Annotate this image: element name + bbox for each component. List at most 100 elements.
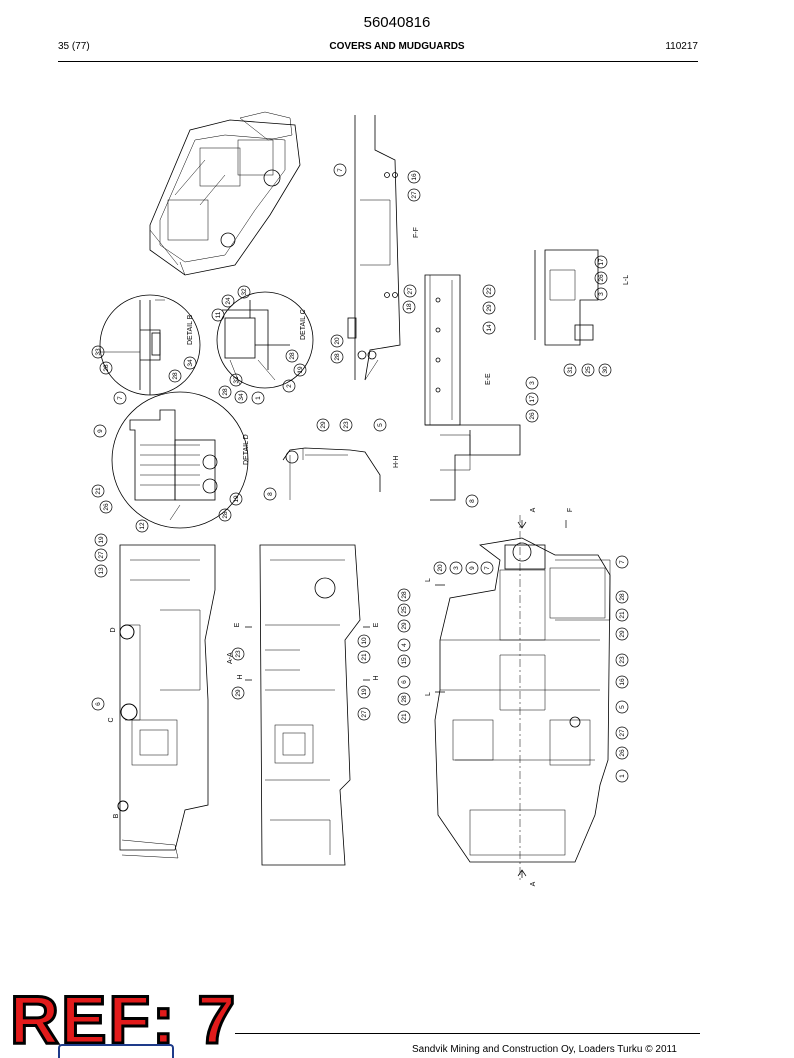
marker-f: F	[567, 508, 574, 512]
section-ee-view	[424, 274, 521, 501]
callout-d-4: 26	[103, 503, 110, 511]
callout-pl-4: 7	[484, 566, 491, 570]
callout-c-10: 33	[233, 376, 240, 384]
callout-ff-6: 20	[334, 337, 341, 345]
document-number: 56040816	[363, 14, 431, 31]
callout-pl-1: 20	[437, 564, 444, 572]
marker-h-left: H	[237, 674, 244, 679]
callout-ff-2: 16	[411, 173, 418, 181]
marker-c: C	[108, 717, 115, 722]
callout-c-8: 34	[238, 393, 245, 401]
detail-d-label: DETAIL D	[243, 434, 250, 465]
callout-ll-1: 17	[598, 258, 605, 266]
marker-b: B	[113, 813, 120, 818]
ref-stamp: REF: 7	[8, 982, 238, 1058]
callout-ee-4: 3	[529, 381, 536, 385]
callout-ff-4: 18	[406, 303, 413, 311]
callout-ll-2: 26	[598, 274, 605, 282]
callout-pr-3: 21	[619, 611, 626, 619]
callout-pr-2: 28	[619, 593, 626, 601]
callout-b-4: 34	[187, 359, 194, 367]
callout-aa-3: 19	[98, 536, 105, 544]
marker-a-bottom: A	[530, 881, 537, 886]
marker-e-right: E	[373, 622, 380, 627]
marker-h-right: H	[373, 675, 380, 680]
section-ee-label: E-E	[485, 373, 492, 385]
callout-pr-7: 5	[619, 705, 626, 709]
callout-c-2: 24	[225, 297, 232, 305]
plan-view	[434, 515, 611, 880]
callout-aa-1: 13	[98, 567, 105, 575]
callout-ll-3: 3	[598, 292, 605, 296]
callout-hh-4: 8	[267, 492, 274, 496]
callout-c-6: 2	[286, 384, 293, 388]
callout-pl-2: 3	[453, 566, 460, 570]
callout-c-7: 1	[255, 396, 262, 400]
callout-c-4: 28	[289, 352, 296, 360]
callout-hh-5: 8	[469, 499, 476, 503]
callout-side-4: 21	[361, 653, 368, 661]
section-hh-view	[282, 447, 381, 500]
section-title: COVERS AND MUDGUARDS	[329, 41, 465, 52]
section-ff-label: F-F	[413, 227, 420, 238]
callout-b-3: 28	[172, 372, 179, 380]
callout-pl-7: 29	[401, 622, 408, 630]
callout-ee-6: 26	[529, 412, 536, 420]
section-hh-label: H-H	[393, 456, 400, 468]
callout-pr-6: 16	[619, 678, 626, 686]
callout-hh-1: 29	[320, 421, 327, 429]
callout-c-9: 28	[222, 388, 229, 396]
callout-c-5: 19	[297, 366, 304, 374]
marker-l-top: L	[425, 578, 432, 582]
marker-d: D	[110, 627, 117, 632]
callout-pl-10: 6	[401, 680, 408, 684]
detail-c-label: DETAIL C	[300, 309, 307, 340]
callout-pr-8: 27	[619, 729, 626, 737]
callout-pr-10: 1	[619, 774, 626, 778]
detail-c	[216, 291, 314, 389]
callout-d-7: 19	[233, 495, 240, 503]
detail-d	[111, 391, 249, 529]
page-indicator: 35 (77)	[58, 41, 90, 52]
callout-pr-5: 23	[619, 656, 626, 664]
callout-ee-3: 14	[486, 324, 493, 332]
callout-pl-9: 15	[401, 657, 408, 665]
header-rule	[58, 61, 698, 62]
section-ll-view	[534, 249, 599, 346]
callout-d-1: 7	[117, 396, 124, 400]
callout-pl-12: 21	[401, 713, 408, 721]
detail-b	[99, 294, 201, 396]
callout-d-5: 12	[139, 522, 146, 530]
callout-pl-11: 28	[401, 695, 408, 703]
callout-c-1: 11	[215, 311, 222, 318]
callout-ff-7: 28	[334, 353, 341, 361]
callout-pr-4: 29	[619, 630, 626, 638]
footer-rule	[235, 1033, 700, 1034]
callout-ll-5: 25	[585, 366, 592, 374]
marker-a-top: A	[530, 507, 537, 512]
callout-hh-3: 5	[377, 423, 384, 427]
section-ll-label: L-L	[623, 275, 630, 285]
callout-numbers: 33 28 28 34 11 24 32 28 19 2 1 34 28 33 …	[95, 168, 626, 778]
callout-side-6: 27	[361, 710, 368, 718]
isometric-machine-view	[149, 111, 301, 276]
section-aa-view	[117, 544, 216, 859]
callout-pl-8: 4	[401, 643, 408, 647]
callout-pl-6: 25	[401, 606, 408, 614]
callout-b-1: 33	[95, 348, 102, 356]
callout-side-2: 29	[235, 689, 242, 697]
footer-copyright: Sandvik Mining and Construction Oy, Load…	[412, 1044, 677, 1055]
callout-side-3: 10	[361, 637, 368, 645]
callout-pl-5: 28	[401, 591, 408, 599]
callout-ff-5: 27	[407, 287, 414, 295]
callout-ff-3: 27	[411, 191, 418, 199]
marker-e-left: E	[234, 622, 241, 627]
marker-l-bottom: L	[425, 692, 432, 696]
callout-ee-5: 17	[529, 395, 536, 403]
section-arrows	[245, 520, 567, 878]
callout-ff-1: 7	[337, 168, 344, 172]
callout-ll-4: 31	[567, 366, 574, 374]
section-markers: A A F L L E E H H B C D	[108, 507, 574, 886]
callout-pl-3: 9	[469, 566, 476, 570]
section-ff-view	[347, 115, 401, 381]
